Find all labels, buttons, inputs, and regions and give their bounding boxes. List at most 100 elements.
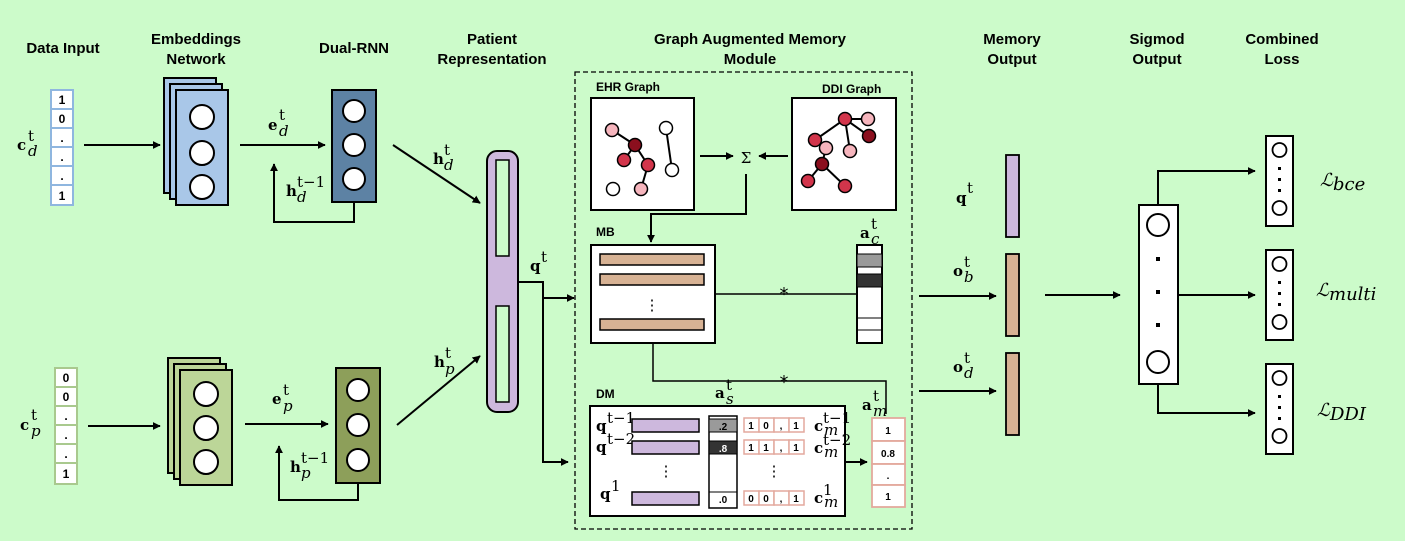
proc-cell-0: 0 xyxy=(63,371,70,385)
svg-text:t−2: t−2 xyxy=(823,431,851,449)
patient-representation xyxy=(486,150,519,413)
svg-text:⋮: ⋮ xyxy=(767,462,782,480)
loss-label-ddi: ℒ DDI xyxy=(1317,400,1367,425)
svg-text:p: p xyxy=(301,464,311,482)
svg-text:t: t xyxy=(726,376,732,394)
svg-text:o: o xyxy=(953,358,963,376)
am-value-1: 0.8 xyxy=(881,449,895,460)
label-q-out: q t xyxy=(956,179,973,207)
svg-text:q: q xyxy=(596,417,607,435)
rnn-cell-proc xyxy=(335,367,381,484)
svg-text:t: t xyxy=(871,215,877,233)
embeddings-network-proc xyxy=(167,357,233,486)
label-hd-prev: h t−1 d xyxy=(286,173,325,206)
svg-text:t: t xyxy=(873,387,879,405)
arrow-sum-to-mb xyxy=(647,174,747,243)
arrow-hp xyxy=(396,355,481,426)
proc-cell-4: . xyxy=(64,447,67,461)
header-patient-line1: Patient xyxy=(467,31,517,48)
recurrent-arrow-diag xyxy=(270,163,355,223)
svg-text:m: m xyxy=(873,402,887,420)
svg-text:e: e xyxy=(268,116,278,134)
svg-text:c: c xyxy=(20,416,29,434)
proc-cell-1: 0 xyxy=(63,390,70,404)
star-dm: * xyxy=(780,372,789,393)
svg-text:t: t xyxy=(28,127,34,145)
memory-bank: MB ⋮ xyxy=(590,225,716,344)
label-ac: a t c xyxy=(860,215,880,248)
diag-cell-5: 1 xyxy=(59,189,66,203)
attention-am: 1 0.8 . 1 xyxy=(871,417,906,508)
svg-text:t: t xyxy=(541,248,547,266)
svg-text:t: t xyxy=(283,381,289,399)
svg-text:c: c xyxy=(814,417,823,435)
svg-text:q: q xyxy=(600,485,611,503)
label-as: a t s xyxy=(715,376,734,408)
svg-text:a: a xyxy=(860,224,870,242)
svg-text:bce: bce xyxy=(1333,174,1365,195)
svg-text:t−1: t−1 xyxy=(823,409,851,427)
label-ed: e t d xyxy=(268,106,289,140)
recurrent-arrow-proc xyxy=(275,445,359,501)
dm-label: DM xyxy=(596,387,615,401)
svg-text:c: c xyxy=(17,136,26,154)
svg-text:t−1: t−1 xyxy=(301,449,329,467)
am-value-2: . xyxy=(887,471,890,482)
ehr-graph: EHR Graph xyxy=(590,80,695,211)
svg-text:⋮: ⋮ xyxy=(659,462,674,480)
diagnosis-input-vector: 1 0 . . . 1 xyxy=(50,89,74,206)
loss-vector-bce xyxy=(1265,135,1294,227)
header-gamm-line2: Module xyxy=(724,51,777,68)
as-value-2: .0 xyxy=(719,495,728,506)
dynamic-memory: DM q t−1 q t−2 ⋮ q 1 .2 .8 .0 1 0 , 1 1 … xyxy=(589,387,851,517)
svg-text:multi: multi xyxy=(1329,284,1376,305)
arrow-to-ddi xyxy=(1157,384,1256,417)
label-cp: c t p xyxy=(20,406,41,440)
svg-text:q: q xyxy=(596,438,607,456)
header-loss-line2: Loss xyxy=(1264,51,1299,68)
arrow-hd xyxy=(392,144,481,204)
arrow-q-to-mb xyxy=(518,281,575,302)
svg-text:d: d xyxy=(28,142,38,160)
svg-text:1: 1 xyxy=(793,494,799,505)
memory-module-frame xyxy=(574,71,913,530)
sum-symbol: Σ xyxy=(741,149,752,167)
svg-text:t: t xyxy=(967,179,973,197)
rnn-cell-diag xyxy=(331,89,377,203)
diag-cell-2: . xyxy=(60,131,63,145)
as-value-0: .2 xyxy=(719,422,728,433)
svg-text:⋮: ⋮ xyxy=(645,296,660,314)
svg-text:t: t xyxy=(445,344,451,362)
proc-cell-2: . xyxy=(64,409,67,423)
svg-text:h: h xyxy=(434,353,445,371)
svg-text:1: 1 xyxy=(748,443,754,454)
svg-text:a: a xyxy=(862,396,872,414)
svg-text:ℒ: ℒ xyxy=(1316,280,1330,301)
svg-text:a: a xyxy=(715,384,725,402)
diag-cell-1: 0 xyxy=(59,112,66,126)
svg-text:t: t xyxy=(279,106,285,124)
svg-text:q: q xyxy=(530,257,541,275)
svg-text:d: d xyxy=(279,122,289,140)
header-loss-line1: Combined xyxy=(1245,31,1318,48)
svg-text:1: 1 xyxy=(611,477,621,495)
svg-text:p: p xyxy=(31,422,41,440)
proc-cell-5: 1 xyxy=(63,467,70,481)
loss-label-bce: ℒ bce xyxy=(1320,170,1365,195)
label-ob: o t b xyxy=(953,253,974,286)
svg-text:h: h xyxy=(433,150,444,168)
header-sigmod-line1: Sigmod xyxy=(1130,31,1185,48)
header-data-input: Data Input xyxy=(26,40,99,57)
svg-text:c: c xyxy=(871,230,880,248)
header-embeddings-line2: Network xyxy=(166,51,226,68)
svg-text:h: h xyxy=(290,458,301,476)
svg-text:0: 0 xyxy=(763,421,769,432)
header-dual-rnn: Dual-RNN xyxy=(319,40,389,57)
embeddings-network-diag xyxy=(163,77,229,206)
loss-vector-multi xyxy=(1265,249,1294,341)
label-am: a t m xyxy=(862,387,887,420)
svg-text:t−1: t−1 xyxy=(297,173,325,191)
svg-text:m: m xyxy=(824,443,838,461)
svg-text:m: m xyxy=(824,493,838,511)
label-hd: h t d xyxy=(433,141,454,174)
